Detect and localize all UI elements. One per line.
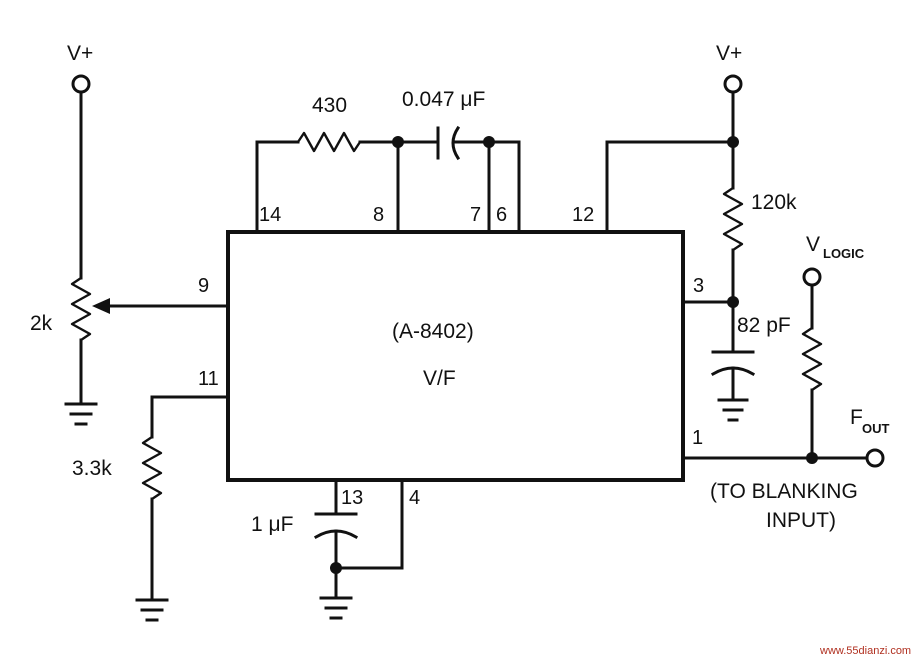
ground-icon-3k3 (135, 598, 169, 622)
resistor-3k3 (141, 435, 163, 501)
potentiometer-2k-label: 2k (30, 312, 53, 335)
vplus-right-terminal (723, 74, 743, 94)
resistor-120k-label: 120k (751, 191, 797, 214)
pin-3-label: 3 (693, 275, 704, 297)
ground-icon-pot (64, 402, 98, 426)
capacitor-82pf-label: 82 pF (737, 314, 791, 337)
pin-12-label: 12 (572, 204, 594, 226)
vplus-left-terminal (71, 74, 91, 94)
blanking-note-line1: (TO BLANKING (710, 480, 858, 503)
vlogic-subscript: LOGIC (823, 246, 865, 261)
wire-pin12 (605, 140, 735, 234)
ground-icon-82pf (717, 398, 749, 422)
pin-6-label: 6 (496, 204, 507, 226)
potentiometer-2k (70, 276, 92, 342)
blanking-note-line2: INPUT) (766, 509, 836, 532)
vplus-right-label: V+ (716, 42, 742, 65)
pin-14-label: 14 (259, 204, 281, 226)
ic-function-label: V/F (423, 367, 456, 390)
pin-13-label: 13 (341, 487, 363, 509)
pin-11-label: 11 (198, 368, 219, 390)
junction-output (806, 452, 818, 464)
resistor-pullup (801, 326, 823, 392)
fout-terminal (865, 448, 885, 468)
pin-8-label: 8 (373, 204, 384, 226)
watermark-text: www.55dianzi.com (819, 645, 911, 657)
pin-1-label: 1 (692, 427, 703, 449)
ic-part-number: (A-8402) (392, 320, 474, 343)
pin-9-label: 9 (198, 275, 209, 297)
resistor-430 (296, 131, 362, 153)
vplus-left-label: V+ (67, 42, 93, 65)
wire-pin14 (255, 140, 300, 234)
wire-pin4 (334, 478, 404, 570)
vlogic-label: V (806, 233, 820, 256)
fout-label: F (850, 406, 863, 429)
pin-7-label: 7 (470, 204, 481, 226)
wire-pin6 (487, 140, 521, 234)
wire-pin11 (150, 395, 230, 439)
capacitor-1uf-label: 1 μF (251, 513, 293, 536)
pot-wiper-arrow-icon (92, 298, 110, 314)
resistor-3k3-label: 3.3k (72, 457, 112, 480)
resistor-120k (722, 186, 744, 252)
vlogic-terminal (802, 267, 822, 287)
fout-subscript: OUT (862, 421, 890, 436)
ground-icon-1uf (319, 596, 353, 620)
capacitor-0047-label: 0.047 μF (402, 88, 485, 111)
pin-4-label: 4 (409, 487, 420, 509)
ic-body (226, 230, 685, 482)
resistor-430-label: 430 (312, 94, 347, 117)
